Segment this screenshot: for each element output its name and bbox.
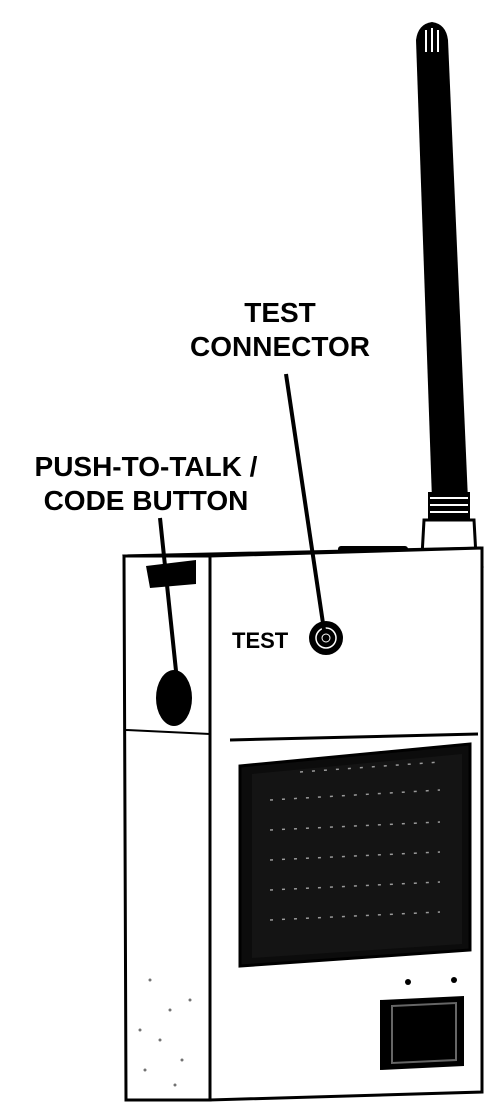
test-connector-callout-line2: CONNECTOR: [190, 331, 370, 362]
test-connector-jack: [309, 621, 343, 655]
push-to-talk-callout-line1: PUSH-TO-TALK /: [34, 451, 258, 482]
push-to-talk-callout-line2: CODE BUTTON: [43, 485, 249, 516]
bottom-connector: [380, 977, 464, 1070]
display-screen: [238, 742, 472, 968]
test-connector-callout: TEST CONNECTOR: [170, 296, 390, 364]
test-connector-callout-line1: TEST: [244, 297, 316, 328]
antenna: [416, 22, 478, 558]
panel-test-label: TEST: [232, 628, 289, 653]
push-to-talk-button: [146, 560, 196, 726]
push-to-talk-leader: [158, 517, 180, 691]
test-connector-leader: [284, 373, 326, 631]
push-to-talk-callout: PUSH-TO-TALK / CODE BUTTON: [6, 450, 286, 518]
